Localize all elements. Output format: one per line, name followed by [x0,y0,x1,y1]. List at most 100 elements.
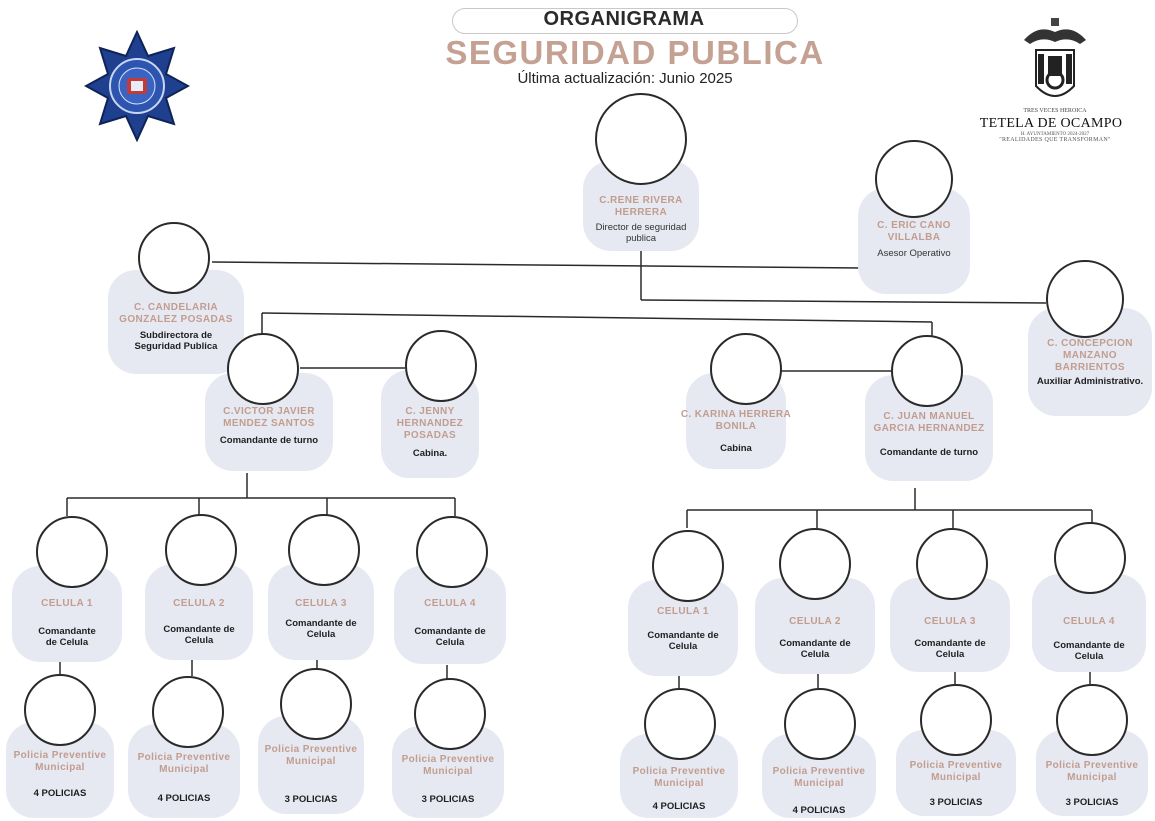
subdirector-name: C. CANDELARIA GONZALEZ POSADAS [119,302,233,325]
page-subtitle: SEGURIDAD PUBLICA [445,34,825,71]
cell-role: Comandante de Celula [647,630,719,652]
cell-role: Comandante de Celula [414,626,486,648]
left-cabin-name: C. JENNY HERNANDEZ POSADAS [396,406,464,441]
cell-name: CELULA 4 [1063,616,1115,627]
left-cell-4-node: CELULA 4 Comandante de Celula [394,516,506,666]
police-photo [414,678,486,750]
cell-name: CELULA 3 [924,616,976,627]
left-commander-node: C.VICTOR JAVIER MENDEZ SANTOS Comandante… [205,333,333,473]
police-count: 4 POLICIAS [33,788,87,799]
municipal-crest-logo [1024,18,1086,97]
right-police-1-node: Policia Preventive Municipal 4 POLICIAS [620,688,738,820]
left-commander-name: C.VICTOR JAVIER MENDEZ SANTOS [223,406,315,429]
police-count: 3 POLICIAS [929,797,983,808]
police-count: 3 POLICIAS [421,794,475,805]
cell-role: Comandante de Celula [38,626,96,648]
right-cabin-node: C. KARINA HERRERA BONILA Cabina [681,333,791,473]
subdirector-node: C. CANDELARIA GONZALEZ POSADAS Subdirect… [108,222,244,376]
cell-photo [416,516,488,588]
police-photo [1056,684,1128,756]
right-cell-4-node: CELULA 4 Comandante de Celula [1032,522,1146,674]
cell-role: Comandante de Celula [285,618,357,640]
advisor-role: Asesor Operativo [877,248,951,259]
advisor-photo [875,140,953,218]
police-photo [152,676,224,748]
right-commander-photo [891,335,963,407]
cell-photo [652,530,724,602]
police-unit: Policia Preventive Municipal [632,766,726,789]
update-date: Última actualización: Junio 2025 [517,70,733,87]
municipality-tagline: "REALIDADES QUE TRANSFORMAN" [999,137,1111,143]
police-unit: Policia Preventive Municipal [13,750,107,773]
title-frame [452,8,798,34]
right-commander-node: C. JUAN MANUEL GARCIA HERNANDEZ Comandan… [865,335,993,485]
cell-photo [288,514,360,586]
cell-name: CELULA 1 [657,606,709,617]
police-unit: Policia Preventive Municipal [909,760,1003,783]
left-commander-photo [227,333,299,405]
right-police-3-node: Policia Preventive Municipal 3 POLICIAS [896,684,1016,818]
cell-name: CELULA 2 [789,616,841,627]
left-cell-3-node: CELULA 3 Comandante de Celula [268,514,374,664]
director-node: C.RENE RIVERA HERRERA Director de seguri… [583,93,699,253]
police-unit: Policia Preventive Municipal [772,766,866,789]
left-cell-1-node: CELULA 1 Comandante de Celula [12,516,122,664]
police-count: 4 POLICIAS [157,793,211,804]
police-photo [784,688,856,760]
police-unit: Policia Preventive Municipal [1045,760,1139,783]
cell-role: Comandante de Celula [779,638,851,660]
left-police-1-node: Policia Preventive Municipal 4 POLICIAS [6,674,114,820]
cell-photo [36,516,108,588]
cell-role: Comandante de Celula [914,638,986,660]
left-police-2-node: Policia Preventive Municipal 4 POLICIAS [128,676,240,820]
cell-role: Comandante de Celula [1053,640,1125,662]
left-cabin-node: C. JENNY HERNANDEZ POSADAS Cabina. [381,330,479,480]
right-commander-role: Comandante de turno [879,447,979,458]
municipality-admin-caption: H. AYUNTAMIENTO 2024-2027 [1020,132,1090,137]
director-photo [595,93,687,185]
municipality-caption: TRES VECES HEROICA [1023,108,1087,114]
admin-assistant-name: C. CONCEPCION MANZANO BARRIENTOS [1047,338,1133,373]
cell-name: CELULA 2 [173,598,225,609]
police-unit: Policia Preventive Municipal [137,752,231,775]
advisor-name: C. ERIC CANO VILLALBA [877,220,951,243]
cell-name: CELULA 3 [295,598,347,609]
right-cell-3-node: CELULA 3 Comandante de Celula [890,528,1010,674]
right-police-2-node: Policia Preventive Municipal 4 POLICIAS [762,688,876,820]
police-photo [280,668,352,740]
right-cabin-photo [710,333,782,405]
cell-name: CELULA 4 [424,598,476,609]
police-photo [24,674,96,746]
left-cabin-role: Cabina. [412,448,448,459]
subdirector-photo [138,222,210,294]
police-unit: Policia Preventive Municipal [264,744,358,767]
left-cabin-photo [405,330,477,402]
police-count: 4 POLICIAS [652,801,706,812]
police-count: 3 POLICIAS [284,794,338,805]
police-count: 4 POLICIAS [792,805,846,816]
police-photo [644,688,716,760]
cell-photo [165,514,237,586]
right-commander-name: C. JUAN MANUEL GARCIA HERNANDEZ [873,411,985,434]
police-count: 3 POLICIAS [1065,797,1119,808]
cell-name: CELULA 1 [41,598,93,609]
advisor-node: C. ERIC CANO VILLALBA Asesor Operativo [858,140,970,298]
police-photo [920,684,992,756]
cell-photo [1054,522,1126,594]
police-unit: Policia Preventive Municipal [401,754,495,777]
subdirector-role: Subdirectora de Seguridad Publica [134,330,218,352]
page-title: ORGANIGRAMA [543,8,705,30]
admin-assistant-node: C. CONCEPCION MANZANO BARRIENTOS Auxilia… [1028,260,1152,420]
cell-photo [779,528,851,600]
left-cell-2-node: CELULA 2 Comandante de Celula [145,514,253,664]
right-cabin-name: C. KARINA HERRERA BONILA [680,409,792,432]
right-cell-2-node: CELULA 2 Comandante de Celula [755,528,875,678]
left-police-3-node: Policia Preventive Municipal 3 POLICIAS [258,668,364,816]
admin-assistant-photo [1046,260,1124,338]
cell-photo [916,528,988,600]
municipality-name: TETELA DE OCAMPO [979,116,1123,131]
director-role: Director de seguridad publica [595,222,687,244]
right-cabin-role: Cabina [720,443,752,454]
right-cell-1-node: CELULA 1 Comandante de Celula [628,530,738,678]
admin-assistant-role: Auxiliar Administrativo. [1036,376,1144,387]
